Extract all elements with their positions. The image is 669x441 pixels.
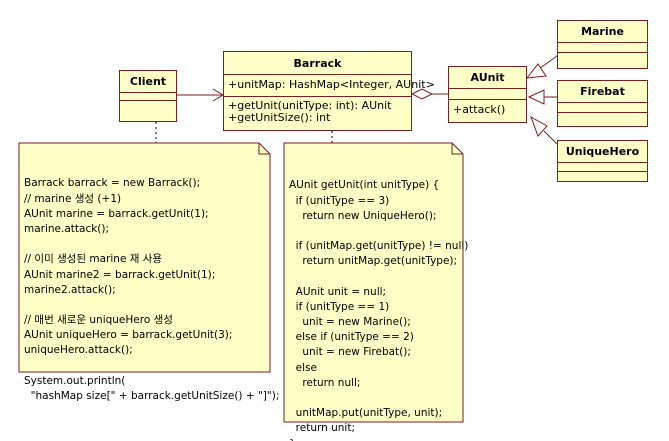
uniquehero-generalization-arrowhead [530,115,548,137]
uniquehero-class: UniqueHero [557,140,648,182]
client-attributes [120,93,176,101]
code-line: marine2.attack(); [24,283,116,296]
uniquehero-class-name: UniqueHero [558,141,647,163]
code-line: // 매번 새로운 uniqueHero 생성 [24,314,173,327]
code-line: return new UniqueHero(); [289,209,437,222]
client-class: Client [119,70,177,122]
marine-operations [558,53,647,68]
marine-class: Marine [557,20,648,69]
client-code-note: Barrack barrack = new Barrack(); // marin… [24,146,279,402]
aunit-class-name: AUnit [449,67,526,89]
client-note-fold [258,143,270,155]
code-line: } [289,437,459,441]
code-line: AUnit getUnit(int unitType) { [289,179,440,192]
barrack-class-name: Barrack [224,52,411,75]
client-operations [120,101,176,121]
barrack-class: Barrack +unitMap: HashMap<Integer, AUnit… [223,51,435,131]
firebat-attributes [558,103,647,113]
aunit-operation-attack: +attack() [453,103,506,116]
uniquehero-generalization [543,130,558,145]
code-line: // marine 생성 (+1) [24,192,122,205]
code-line: else if (unitType == 2) [289,331,414,344]
code-line: return null; [289,376,361,389]
code-line: Barrack barrack = new Barrack(); [24,177,201,190]
code-line: else [289,361,317,374]
code-line [24,359,264,374]
code-line [24,237,264,252]
marine-generalization-arrowhead [525,63,547,79]
code-line [24,298,264,313]
barrack-operation-getunitsize: +getUnitSize(): int [228,111,331,124]
code-line: unit = new Firebat(); [289,346,411,359]
uniquehero-attributes [558,163,647,172]
firebat-operations [558,113,647,126]
aggregation-diamond [410,88,434,100]
code-line: return unitMap.get(unitType); [289,255,458,268]
code-line: uniqueHero.attack(); [24,344,133,357]
code-line: if (unitMap.get(unitType) != null) [289,240,469,253]
marine-attributes [558,43,647,53]
barrack-operation-getunit: +getUnit(unitType: int): AUnit [228,99,392,112]
code-line: if (unitType == 3) [289,194,390,207]
code-line: return unit; [289,422,355,435]
client-note-shape [18,142,271,373]
code-line [289,224,459,239]
client-class-name: Client [120,71,176,93]
code-line [289,391,459,406]
marine-class-name: Marine [558,21,647,43]
code-line: unitMap.put(unitType, unit); [289,407,443,420]
aunit-class: AUnit +attack() [448,66,527,123]
barrack-operations: +getUnit(unitType: int): AUnit +getUnitS… [224,97,411,124]
uniquehero-operations [558,172,647,181]
firebat-generalization-arrowhead [527,89,545,105]
code-line: marine.attack(); [24,222,110,235]
firebat-class-name: Firebat [558,81,647,103]
barrack-attributes: +unitMap: HashMap<Integer, AUnit> [224,75,435,97]
firebat-class: Firebat [557,80,648,127]
code-line: AUnit marine = barrack.getUnit(1); [24,207,209,220]
code-line [289,270,459,285]
code-line: AUnit uniqueHero = barrack.getUnit(3); [24,329,233,342]
code-line: AUnit marine2 = barrack.getUnit(1); [24,268,216,281]
getunit-note-fold [451,143,463,155]
code-line: System.out.println( [24,374,126,387]
code-line: // 이미 생성된 marine 재 사용 [24,253,163,266]
getunit-code-note: AUnit getUnit(int unitType) { if (unitTy… [289,148,469,441]
code-line: "hashMap size[" + barrack.getUnitSize() … [24,390,280,403]
barrack-attribute-unitmap: +unitMap: HashMap<Integer, AUnit> [228,78,435,91]
aunit-attributes [449,89,526,100]
getunit-note-shape [283,142,464,423]
code-line: if (unitType == 1) [289,300,390,313]
code-line: AUnit unit = null; [289,285,387,298]
code-line: unit = new Marine(); [289,316,411,329]
aunit-operations: +attack() [449,100,526,116]
